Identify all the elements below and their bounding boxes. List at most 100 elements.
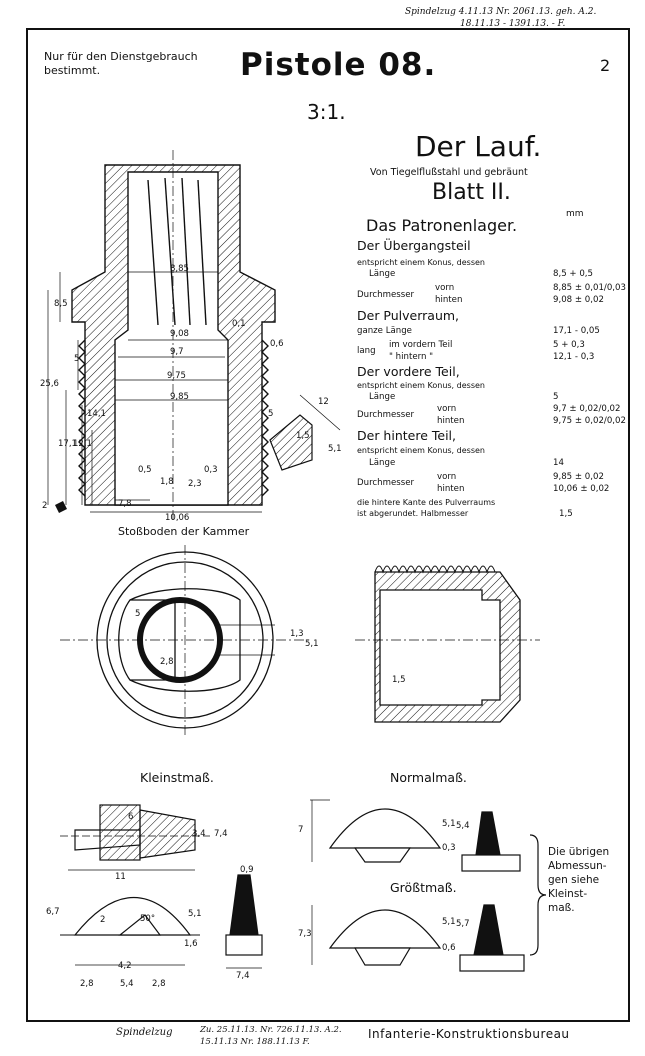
spec-label: vorn <box>435 283 455 293</box>
dim-label: 0,3 <box>442 843 456 853</box>
dim-label: 6,7 <box>46 907 60 917</box>
dim-label: 0,6 <box>442 943 456 953</box>
dim-label: 0,3 <box>204 465 218 475</box>
spec-value: 5 + 0,3 <box>553 340 585 350</box>
restriction-note: Nur für den Dienstgebrauch bestimmt. <box>44 50 198 77</box>
dim-label: 2,3 <box>188 479 202 489</box>
spec-label: Länge <box>369 458 396 468</box>
dim-label: 0,5 <box>138 465 152 475</box>
spec-value: 9,75 ± 0,02/0,02 <box>553 416 626 426</box>
bolt-face-label: Stoßboden der Kammer <box>118 525 250 538</box>
drawing-border <box>26 28 630 1022</box>
dim-label: 3,4 <box>192 829 206 839</box>
part-material: Von Tiegelflußstahl und gebräunt <box>370 167 528 178</box>
dim-label: 5 <box>74 354 80 364</box>
dim-label: 9,75 <box>167 371 186 381</box>
spec-table: Der Übergangsteil entspricht einem Konus… <box>357 238 626 528</box>
dim-label: 50° <box>140 914 156 924</box>
bolt-section-view <box>355 565 540 723</box>
spec-label: Durchmesser <box>357 410 415 420</box>
unit-label: mm <box>566 209 584 219</box>
spec-value: 1,5 <box>559 509 573 519</box>
gauge-note-line: Kleinst- <box>548 888 588 900</box>
part-sheet: Blatt II. <box>432 180 511 205</box>
spec-group-title: Der Pulverraum, <box>357 308 460 323</box>
footer-office: Infanterie-Konstruktionsbureau <box>368 1027 570 1041</box>
spec-closing-note: die hintere Kante des Pulverraums <box>357 498 496 507</box>
spec-value: 10,06 ± 0,02 <box>553 484 610 494</box>
spec-label: vorn <box>437 404 457 414</box>
dim-label: 1,5 <box>296 431 310 441</box>
dim-label: 1,3 <box>290 629 304 639</box>
spec-value: 9,7 ± 0,02/0,02 <box>553 404 621 414</box>
gauge-max-label: Größtmaß. <box>390 880 457 895</box>
dim-label: 8,5 <box>54 299 68 309</box>
footer-signature: Spindelzug <box>116 1027 173 1038</box>
dim-label: 9,85 <box>170 392 189 402</box>
dim-label: 7,4 <box>214 829 228 839</box>
dim-label: 5,1 <box>442 819 456 829</box>
spec-group-title: Der vordere Teil, <box>357 364 460 379</box>
dim-label: 1,8 <box>160 477 174 487</box>
part-name: Der Lauf. <box>415 130 542 163</box>
dim-label: 2,8 <box>80 979 94 989</box>
dim-label: 2,8 <box>152 979 166 989</box>
gauge-normal-label: Normalmaß. <box>390 770 467 785</box>
dim-label: 9,7 <box>170 347 184 357</box>
dim-label: 12,1 <box>73 439 92 449</box>
dim-label: 5,1 <box>442 917 456 927</box>
spec-note: entspricht einem Konus, dessen <box>357 446 485 455</box>
spec-label: im vordern Teil <box>389 340 453 350</box>
gauge-note-line: Abmessun- <box>548 860 607 872</box>
dim-label: 2 <box>42 501 48 511</box>
spec-note: entspricht einem Konus, dessen <box>357 381 485 390</box>
gauge-note-line: Die übrigen <box>548 846 610 858</box>
dim-label: 7,8 <box>118 499 132 509</box>
spec-value: 12,1 - 0,3 <box>553 352 595 362</box>
spec-label: Durchmesser <box>357 290 415 300</box>
dim-label: 0,9 <box>240 865 254 875</box>
gauge-note: Die übrigen Abmessun- gen siehe Kleinst-… <box>548 845 609 915</box>
spec-label: Länge <box>369 392 396 402</box>
gauge-min-label: Kleinstmaß. <box>140 770 214 785</box>
spec-label: Länge <box>369 269 396 279</box>
spec-label: hinten <box>437 484 465 494</box>
spec-group-title: Der hintere Teil, <box>357 428 456 443</box>
spec-note: entspricht einem Konus, dessen <box>357 258 485 267</box>
spec-value: 8,5 + 0,5 <box>553 269 593 279</box>
footer-ref: Zu. 25.11.13. Nr. 726.11.13. A.2. <box>200 1025 342 1035</box>
spec-label: lang <box>357 346 376 356</box>
spec-label: ganze Länge <box>357 326 412 336</box>
dim-label: 7 <box>298 825 304 835</box>
spec-label: vorn <box>437 472 457 482</box>
dim-label: 1,6 <box>184 939 198 949</box>
dim-label: 0,6 <box>270 339 284 349</box>
dim-label: 5,1 <box>328 444 342 454</box>
spec-value: 8,85 ± 0,01/0,03 <box>553 283 626 293</box>
dim-label: 5,7 <box>456 919 470 929</box>
gauge-note-line: gen siehe <box>548 874 600 886</box>
handwritten-registry-2: 18.11.13 - 1391.13. - F. <box>460 19 566 29</box>
dim-label: 1,5 <box>392 675 406 685</box>
gauge-max-views <box>311 904 525 972</box>
detail-view <box>269 394 341 471</box>
scale-label: 3:1. <box>307 100 346 124</box>
dim-label: 4,2 <box>118 961 132 971</box>
spec-group-title: Der Übergangsteil <box>357 238 471 253</box>
footer-ref-2: 15.11.13 Nr. 188.11.13 F. <box>200 1037 310 1047</box>
dim-label: 11 <box>115 872 126 882</box>
dim-label: 2,8 <box>160 657 174 667</box>
dim-label: 5,4 <box>456 821 470 831</box>
dim-label: 10,06 <box>165 513 190 523</box>
gauge-note-line: maß. <box>548 902 575 914</box>
dim-label: 17,1 <box>58 439 77 449</box>
dim-label: 5,4 <box>120 979 134 989</box>
spec-closing-note: ist abgerundet. Halbmesser <box>357 509 469 518</box>
spec-value: 9,08 ± 0,02 <box>553 295 604 305</box>
spec-value: 9,85 ± 0,02 <box>553 472 604 482</box>
gauge-min-views <box>60 804 263 969</box>
dim-label: 5,1 <box>188 909 202 919</box>
dim-label: 9,08 <box>170 329 189 339</box>
handwritten-registry-1: Spindelzug 4.11.13 Nr. 2061.13. geh. A.2… <box>405 7 597 17</box>
